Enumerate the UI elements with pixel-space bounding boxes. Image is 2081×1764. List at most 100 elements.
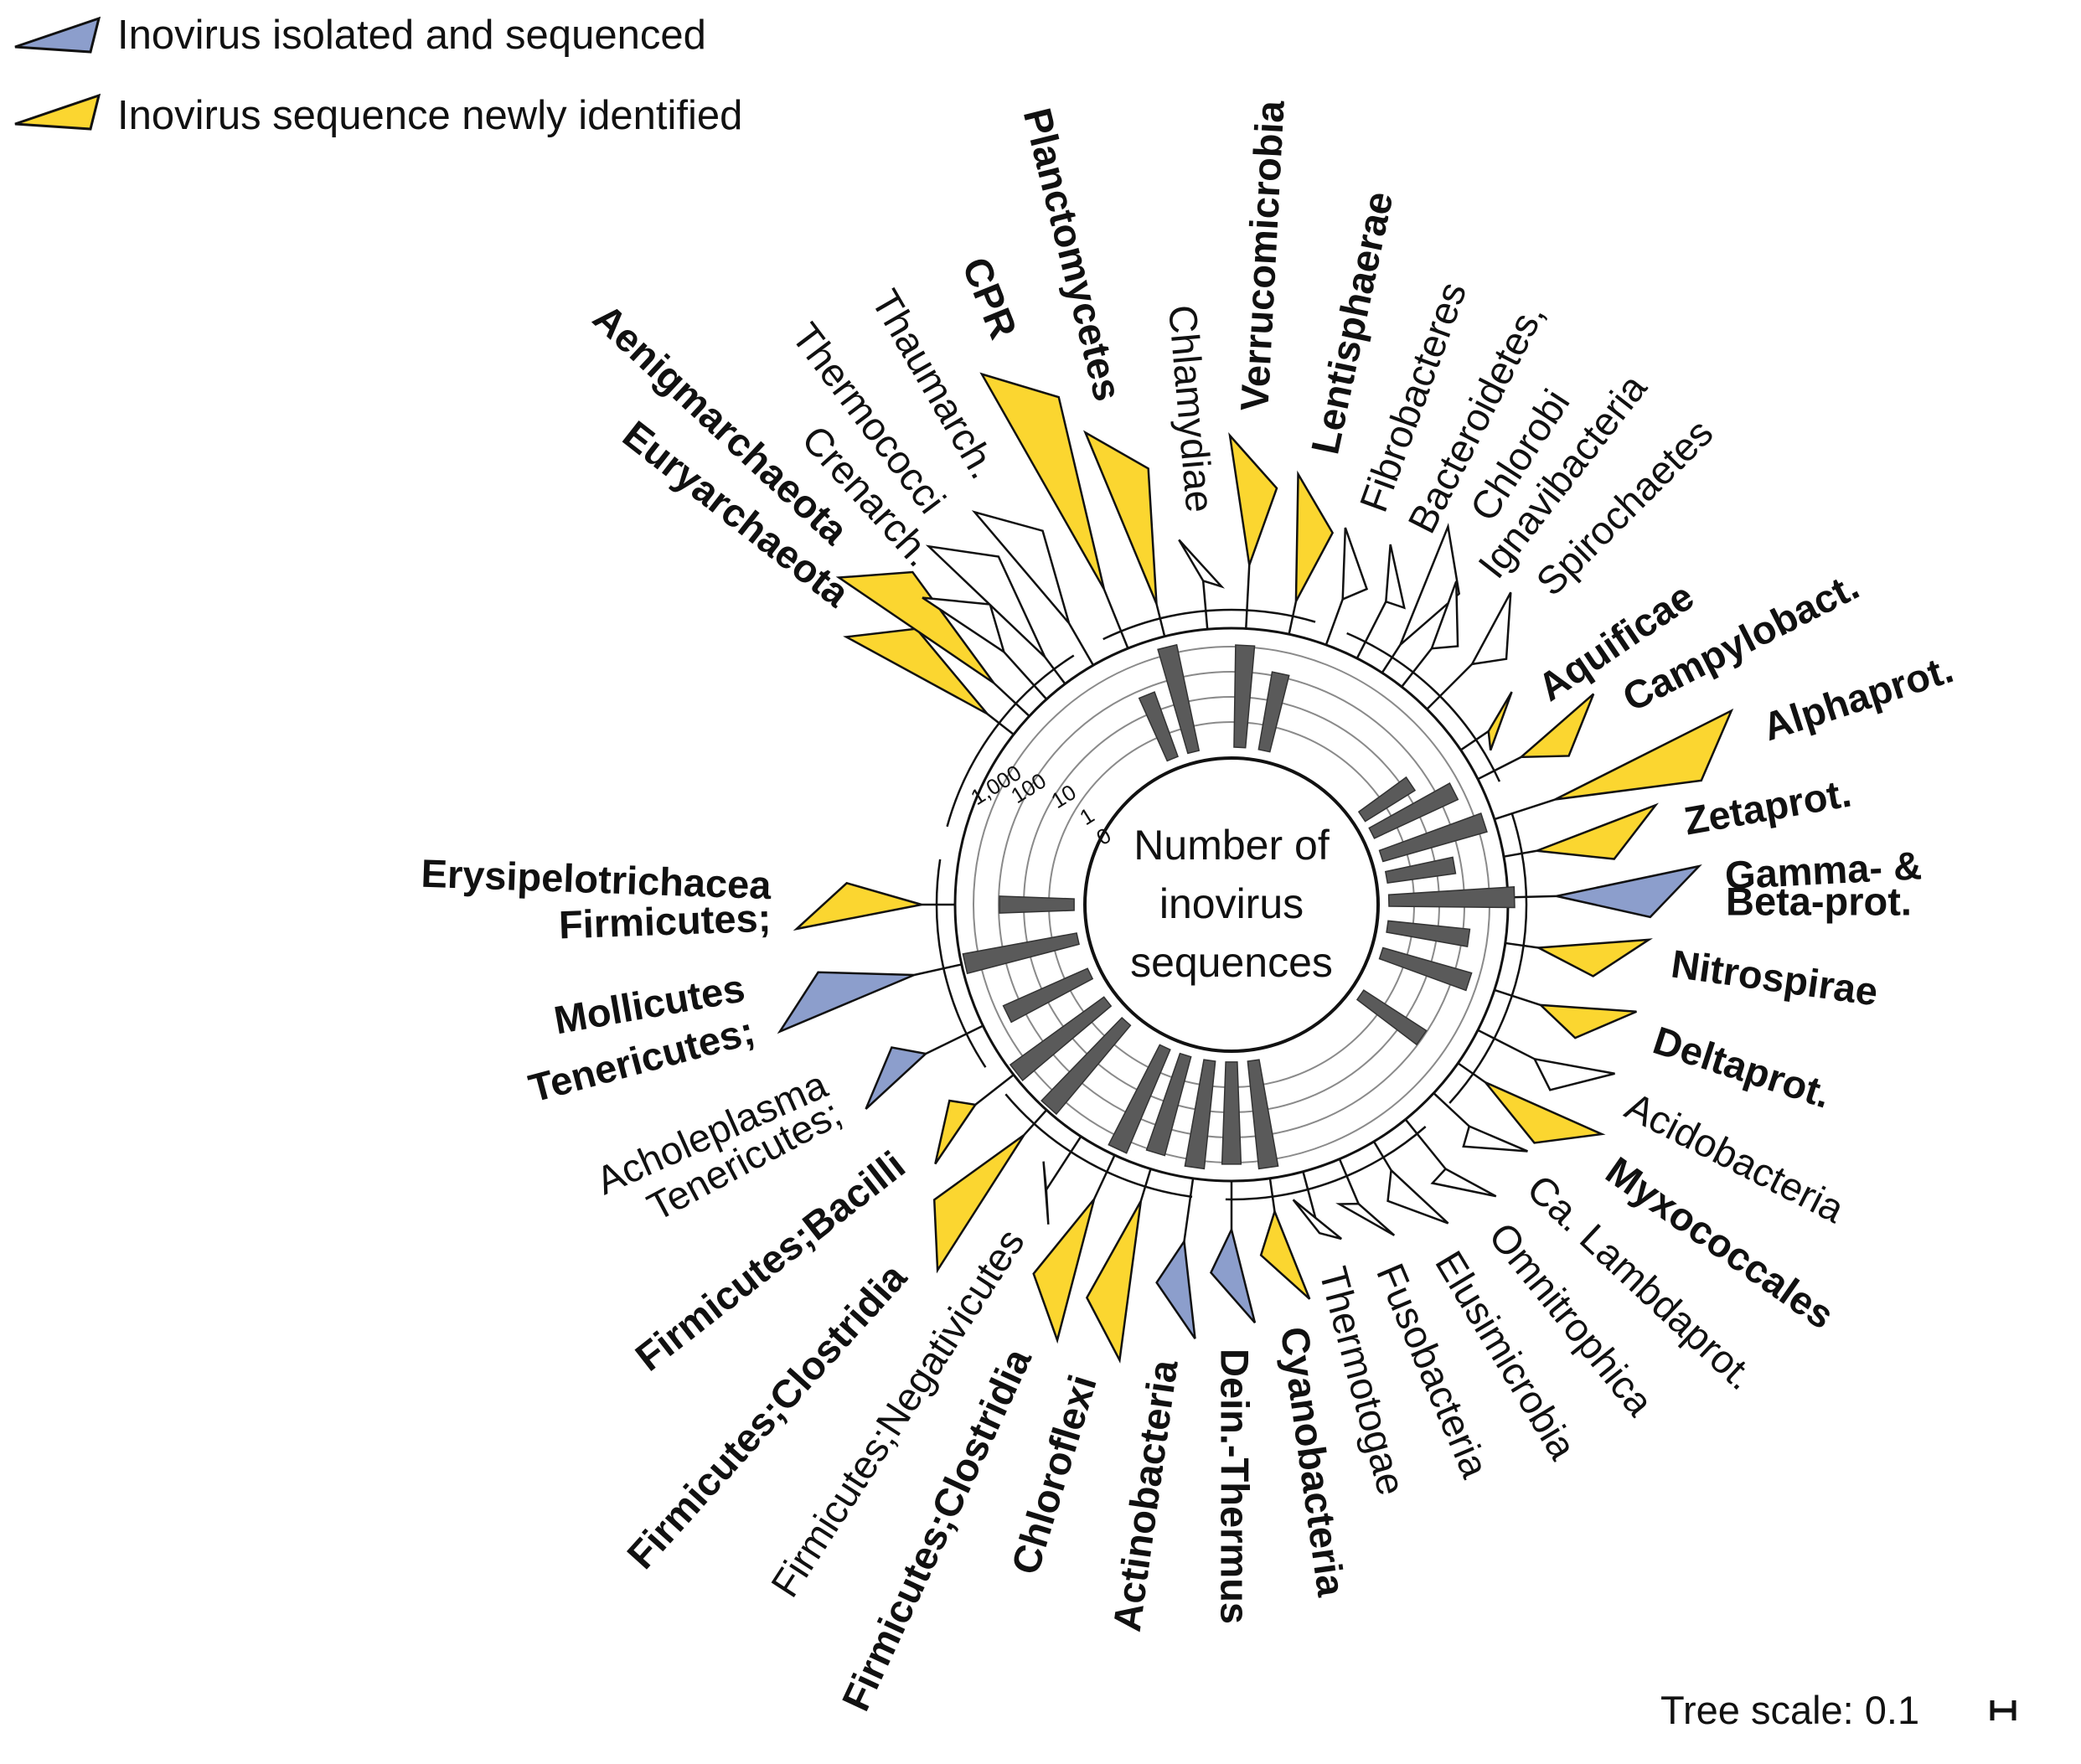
tree-branch: [1381, 644, 1402, 673]
clade-triangle: [1536, 802, 1659, 860]
count-bar: [1157, 643, 1201, 755]
clade-triangle: [843, 627, 989, 715]
tree-branch: [913, 963, 963, 977]
tree-branch: [1092, 1154, 1116, 1200]
tree-branch: [1426, 663, 1473, 710]
clade-label: Planctomycetes: [1015, 104, 1131, 405]
count-bar: [1384, 856, 1457, 885]
count-bar: [1108, 1044, 1171, 1154]
count-bar: [1368, 782, 1459, 839]
clade-label: Alphaprot.: [1758, 646, 1959, 749]
clade-label: Dein.-Thermus: [1213, 1349, 1257, 1624]
tree-branch: [1044, 656, 1066, 685]
center-line-3: sequences: [1130, 939, 1333, 986]
clade-triangle: [1554, 708, 1734, 801]
clade-triangle: [922, 596, 1006, 655]
tree-scale: Tree scale: 0.1: [1660, 1688, 2016, 1732]
count-bar: [1386, 920, 1471, 948]
tree-branch: [1268, 1178, 1276, 1212]
legend-swatch-isolated: [14, 16, 101, 54]
tree-branch: [1183, 1178, 1195, 1242]
count-bar: [1355, 989, 1428, 1046]
legend-swatch-new: [14, 93, 101, 131]
clade-label: Actinobacteria: [1104, 1357, 1186, 1635]
count-bar: [1221, 1061, 1242, 1165]
tree-branch: [1045, 1136, 1082, 1191]
tree-branch: [1433, 1092, 1470, 1127]
clade-triangle: [1430, 580, 1459, 650]
clade-triangle: [1462, 1124, 1528, 1153]
count-bar: [1378, 946, 1473, 992]
clade-triangle: [1292, 1199, 1342, 1240]
clade-triangle: [1085, 1200, 1143, 1364]
center-line-2: inovirus: [1159, 880, 1304, 927]
count-bars: [962, 643, 1516, 1170]
clade-triangle: [1399, 523, 1461, 646]
count-bar: [1138, 691, 1179, 762]
clade-triangle: [1259, 1208, 1311, 1300]
count-bar: [1378, 812, 1488, 863]
clade-triangle: [1430, 1167, 1497, 1198]
count-bar: [1247, 1059, 1279, 1170]
clade-label: Chlamydiae: [1160, 303, 1222, 514]
clade-triangle: [1386, 1168, 1449, 1225]
tree-branch: [1338, 1158, 1360, 1204]
clade-triangle: [1534, 938, 1653, 977]
clade-triangle: [1209, 1226, 1257, 1324]
clade-triangle: [932, 1133, 1025, 1274]
clade-label: Firmicutes;Clostridia: [833, 1341, 1040, 1717]
tree-branch: [1201, 580, 1209, 630]
clade-triangle: [1042, 1161, 1050, 1225]
count-bar: [1002, 967, 1094, 1024]
clade-triangle: [1155, 1238, 1196, 1339]
clade-triangle: [777, 971, 915, 1034]
legend-label-new: Inovirus sequence newly identified: [117, 93, 742, 138]
clade-triangle: [1537, 1003, 1637, 1039]
legend: Inovirus isolated and sequenced Inovirus…: [14, 13, 742, 138]
tree-branch: [1457, 1062, 1486, 1084]
clade-label: Beta-prot.: [1726, 879, 1912, 923]
clade-triangle: [1341, 527, 1369, 601]
clade-triangle: [934, 1099, 978, 1165]
count-bar: [1387, 885, 1516, 909]
tree-branch: [1023, 1109, 1048, 1136]
count-bar: [1233, 644, 1256, 749]
tree-branch: [1155, 603, 1166, 637]
tree-branch: [1102, 589, 1129, 649]
tree-branch: [1503, 849, 1537, 858]
tree-branch: [1325, 598, 1344, 646]
tree-branch: [974, 1074, 1015, 1106]
tree-branch: [1355, 601, 1387, 659]
clade-label: Gamma- &: [1724, 843, 1924, 897]
tree-branch: [1505, 941, 1539, 949]
clade-triangle: [1487, 691, 1513, 751]
clade-label: Verrucomicrobia: [1232, 99, 1292, 412]
tree-branch: [1288, 601, 1298, 635]
tree-branch: [1494, 988, 1541, 1007]
tree-branch: [993, 682, 1030, 717]
count-bar: [1009, 996, 1113, 1082]
tree-branch: [1003, 651, 1048, 700]
clade-label: Nitrospirae: [1669, 941, 1881, 1014]
count-bar: [1184, 1059, 1216, 1170]
clade-triangle: [1485, 1081, 1606, 1144]
clade-triangle: [1294, 470, 1335, 602]
tree-branch: [1139, 1168, 1152, 1202]
inner-circle: [1083, 756, 1380, 1053]
clade-triangle: [1228, 432, 1278, 565]
tree-branch: [1459, 730, 1490, 751]
tree-branch: [1477, 1029, 1536, 1060]
center-label: Number of inovirus sequences: [1130, 822, 1333, 986]
count-bar: [1040, 1016, 1132, 1116]
tree-branch: [1372, 1141, 1392, 1171]
clade-triangle: [1556, 864, 1702, 919]
clade-triangle: [1335, 1202, 1396, 1236]
center-line-1: Number of: [1133, 822, 1330, 869]
clade-triangle: [865, 1046, 928, 1110]
clade-triangle: [1032, 1198, 1096, 1344]
tree-branch: [1067, 622, 1095, 666]
clade-triangle: [925, 544, 1046, 658]
count-bar: [1145, 1052, 1192, 1157]
tree-branch: [1401, 647, 1433, 688]
tree-branch: [1494, 798, 1556, 821]
